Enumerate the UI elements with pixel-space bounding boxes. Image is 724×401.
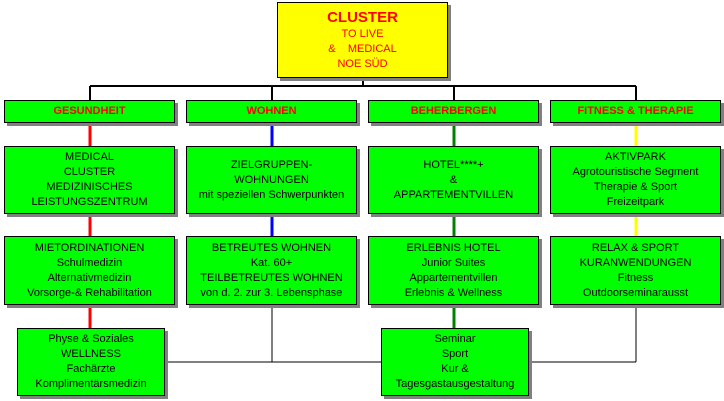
box-betreutes-wohnen: BETREUTES WOHNEN Kat. 60+ TEILBETREUTES … <box>186 236 357 305</box>
box-line: AKTIVPARK <box>605 151 666 163</box>
root-line: & MEDICAL <box>328 43 397 55</box>
box-line: Fachärzte <box>66 363 116 375</box>
box-physe-soziales-wellness: Physe & Soziales WELLNESS Fachärzte Komp… <box>17 328 165 396</box>
box-line: Tagesgastausgestaltung <box>395 378 515 390</box>
box-line: Appartementvillen <box>409 271 498 284</box>
box-erlebnis-hotel: ERLEBNIS HOTEL Junior Suites Appartement… <box>368 236 539 305</box>
box-seminar-sport: Seminar Sport Kur & Tagesgastausgestaltu… <box>381 328 529 396</box>
root-line: NOE SÜD <box>337 58 388 70</box>
box-line: von d. 2. zur 3. Lebensphase <box>200 286 343 299</box>
box-medical-cluster: MEDICAL CLUSTER MEDIZINISCHES LEISTUNGSZ… <box>4 146 175 214</box>
header-fitness-therapie: FITNESS & THERAPIE <box>550 100 721 123</box>
box-line: Agrotouristische Segment <box>572 166 699 178</box>
box-line: ERLEBNIS HOTEL <box>406 241 501 254</box>
box-line: Sport <box>441 348 469 360</box>
box-line: MIETORDINATIONEN <box>34 241 145 254</box>
box-relax-sport: RELAX & SPORT KURANWENDUNGEN Fitness Out… <box>550 236 721 305</box>
box-line: WELLNESS <box>61 348 121 360</box>
box-line: CLUSTER <box>63 166 116 178</box>
box-line: Seminar <box>434 333 476 345</box>
box-line: & <box>449 173 458 186</box>
box-line: MEDIZINISCHES <box>46 181 133 193</box>
box-line: LEISTUNGSZENTRUM <box>31 196 148 208</box>
box-line: WOHNUNGEN <box>234 173 309 186</box>
box-line: Outdoorseminarausst <box>582 286 689 299</box>
box-line: Kat. 60+ <box>250 256 293 269</box>
box-line: RELAX & SPORT <box>591 241 680 254</box>
box-line: Fitness <box>617 271 654 284</box>
root-line: TO LIVE <box>341 28 384 40</box>
box-aktivpark: AKTIVPARK Agrotouristische Segment Thera… <box>550 146 721 214</box>
box-line: BETREUTES WOHNEN <box>211 241 332 254</box>
header-label: GESUNDHEIT <box>53 105 126 117</box>
header-label: FITNESS & THERAPIE <box>577 105 694 117</box>
box-line: Kur & <box>441 363 469 375</box>
box-line: Junior Suites <box>421 256 486 269</box>
header-beherbergen: BEHERBERGEN <box>368 100 539 123</box>
box-line: APPARTEMENTVILLEN <box>393 188 514 201</box>
box-line: KURANWENDUNGEN <box>579 256 692 269</box>
box-line: mit speziellen Schwerpunkten <box>198 188 345 201</box>
box-line: Alternativmedizin <box>47 271 132 284</box>
header-label: WOHNEN <box>246 105 297 117</box>
box-zielgruppen-wohnungen: ZIELGRUPPEN- WOHNUNGEN mit speziellen Sc… <box>186 146 357 214</box>
box-line: TEILBETREUTES WOHNEN <box>200 271 343 284</box>
box-line: Vorsorge-& Rehabilitation <box>27 286 152 299</box>
box-line: HOTEL****+ <box>423 158 484 171</box>
header-wohnen: WOHNEN <box>186 100 357 123</box>
box-line: Therapie & Sport <box>593 181 678 193</box>
box-line: Freizeitpark <box>606 196 665 208</box>
box-line: ZIELGRUPPEN- <box>230 158 313 171</box>
header-gesundheit: GESUNDHEIT <box>4 100 175 123</box>
box-line: Physe & Soziales <box>48 333 134 345</box>
root-title: CLUSTER <box>327 9 398 26</box>
box-mietordinationen: MIETORDINATIONEN Schulmedizin Alternativ… <box>4 236 175 305</box>
box-line: Schulmedizin <box>56 256 123 269</box>
box-line: Komplimentärsmedizin <box>35 378 147 390</box>
box-hotel-appartementvillen: HOTEL****+ & APPARTEMENTVILLEN <box>368 146 539 214</box>
header-label: BEHERBERGEN <box>410 105 497 117</box>
box-line: Erlebnis & Wellness <box>404 286 503 299</box>
root-box: CLUSTER TO LIVE & MEDICAL NOE SÜD <box>277 2 448 78</box>
box-line: MEDICAL <box>65 151 114 163</box>
